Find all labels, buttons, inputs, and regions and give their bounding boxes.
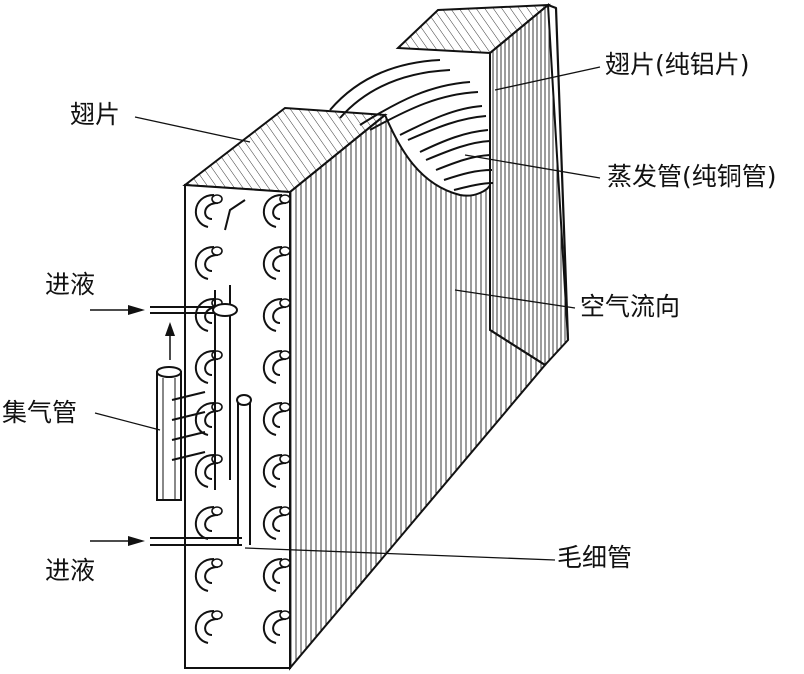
tube-end [279,454,291,464]
u-bend [194,194,219,228]
u-bend [262,454,287,488]
inlet-tubes [90,305,242,546]
tube-end [279,610,291,620]
label-fin-aluminum: 翅片(纯铝片) [605,50,750,79]
header-pipe [156,322,206,501]
tube-end [211,194,223,204]
leader-lines [94,66,601,561]
rear-block-front [489,2,570,367]
label-liquid-in-top: 进液 [45,270,96,299]
front-block-face [289,113,547,671]
evaporator-tubes-top [329,59,494,191]
u-bend [262,246,287,280]
u-bend [194,246,219,280]
tube-end [279,350,291,360]
rear-fin-block [395,2,570,367]
tube-end [211,454,223,464]
label-airflow: 空气流向 [580,292,681,321]
front-fin-block [182,106,547,671]
u-bend [194,558,219,592]
tube-end [279,298,291,308]
u-bend [262,610,287,644]
label-fin: 翅片 [70,100,121,129]
u-bend [262,298,287,332]
label-liquid-in-bottom: 进液 [45,556,96,585]
capillary-tubes [212,199,252,545]
tube-end [279,246,291,256]
tube-end [279,506,291,516]
u-bend [262,350,287,384]
tube-end [279,558,291,568]
tube-end [211,610,223,620]
tube-end [211,558,223,568]
tube-end [279,194,291,204]
u-bend [262,506,287,540]
u-bend [262,194,287,228]
u-bend [262,402,287,436]
tube-end [211,350,223,360]
label-capillary: 毛细管 [557,543,633,572]
u-bend [262,558,287,592]
u-bend [194,610,219,644]
label-header: 集气管 [2,398,78,427]
tube-end [279,402,291,412]
tube-end [211,402,223,412]
label-evaporator-tube: 蒸发管(纯铜管) [607,162,777,191]
tube-end [211,246,223,256]
tube-end [211,506,223,516]
